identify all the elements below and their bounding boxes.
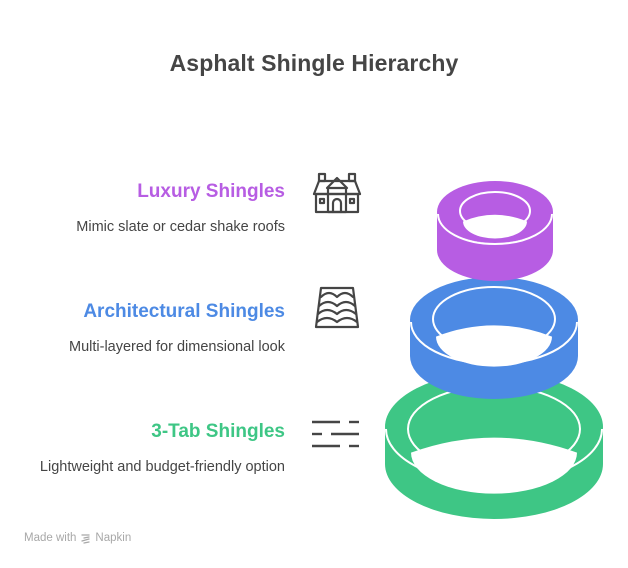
- ring-architectural: [410, 277, 578, 399]
- ring-3tab: [385, 372, 603, 519]
- ring-hole-opening: [463, 214, 527, 239]
- level-name: 3-Tab Shingles: [151, 421, 285, 442]
- ring-hole-opening: [436, 325, 552, 367]
- ring-side: [410, 320, 578, 399]
- napkin-logo-icon: [81, 533, 91, 544]
- ring-side: [437, 212, 553, 281]
- level-name: Architectural Shingles: [83, 301, 285, 322]
- page-title: Asphalt Shingle Hierarchy: [169, 50, 459, 76]
- level-description: Lightweight and budget-friendly option: [39, 459, 285, 475]
- level-description: Mimic slate or cedar shake roofs: [76, 219, 285, 235]
- footer: Made with Napkin: [24, 532, 131, 544]
- mansion-house-icon: [312, 172, 362, 214]
- ring-hole-opening: [411, 437, 577, 494]
- scalloped-shingles-icon: [314, 286, 360, 329]
- level-luxury: Luxury Shingles Mimic slate or cedar sha…: [76, 180, 285, 237]
- ring-side: [385, 427, 603, 519]
- level-3tab: 3-Tab Shingles Lightweight and budget-fr…: [40, 420, 285, 477]
- ring-rim-line: [437, 213, 553, 245]
- napkin-brand[interactable]: Napkin: [95, 532, 132, 544]
- level-architectural: Architectural Shingles Multi-layered for…: [69, 300, 285, 357]
- level-name: Luxury Shingles: [137, 181, 285, 202]
- dashed-lines-icon: [312, 420, 359, 448]
- ring-luxury: [437, 181, 553, 281]
- made-with-text: Made with: [24, 532, 77, 544]
- level-description: Multi-layered for dimensional look: [69, 339, 285, 355]
